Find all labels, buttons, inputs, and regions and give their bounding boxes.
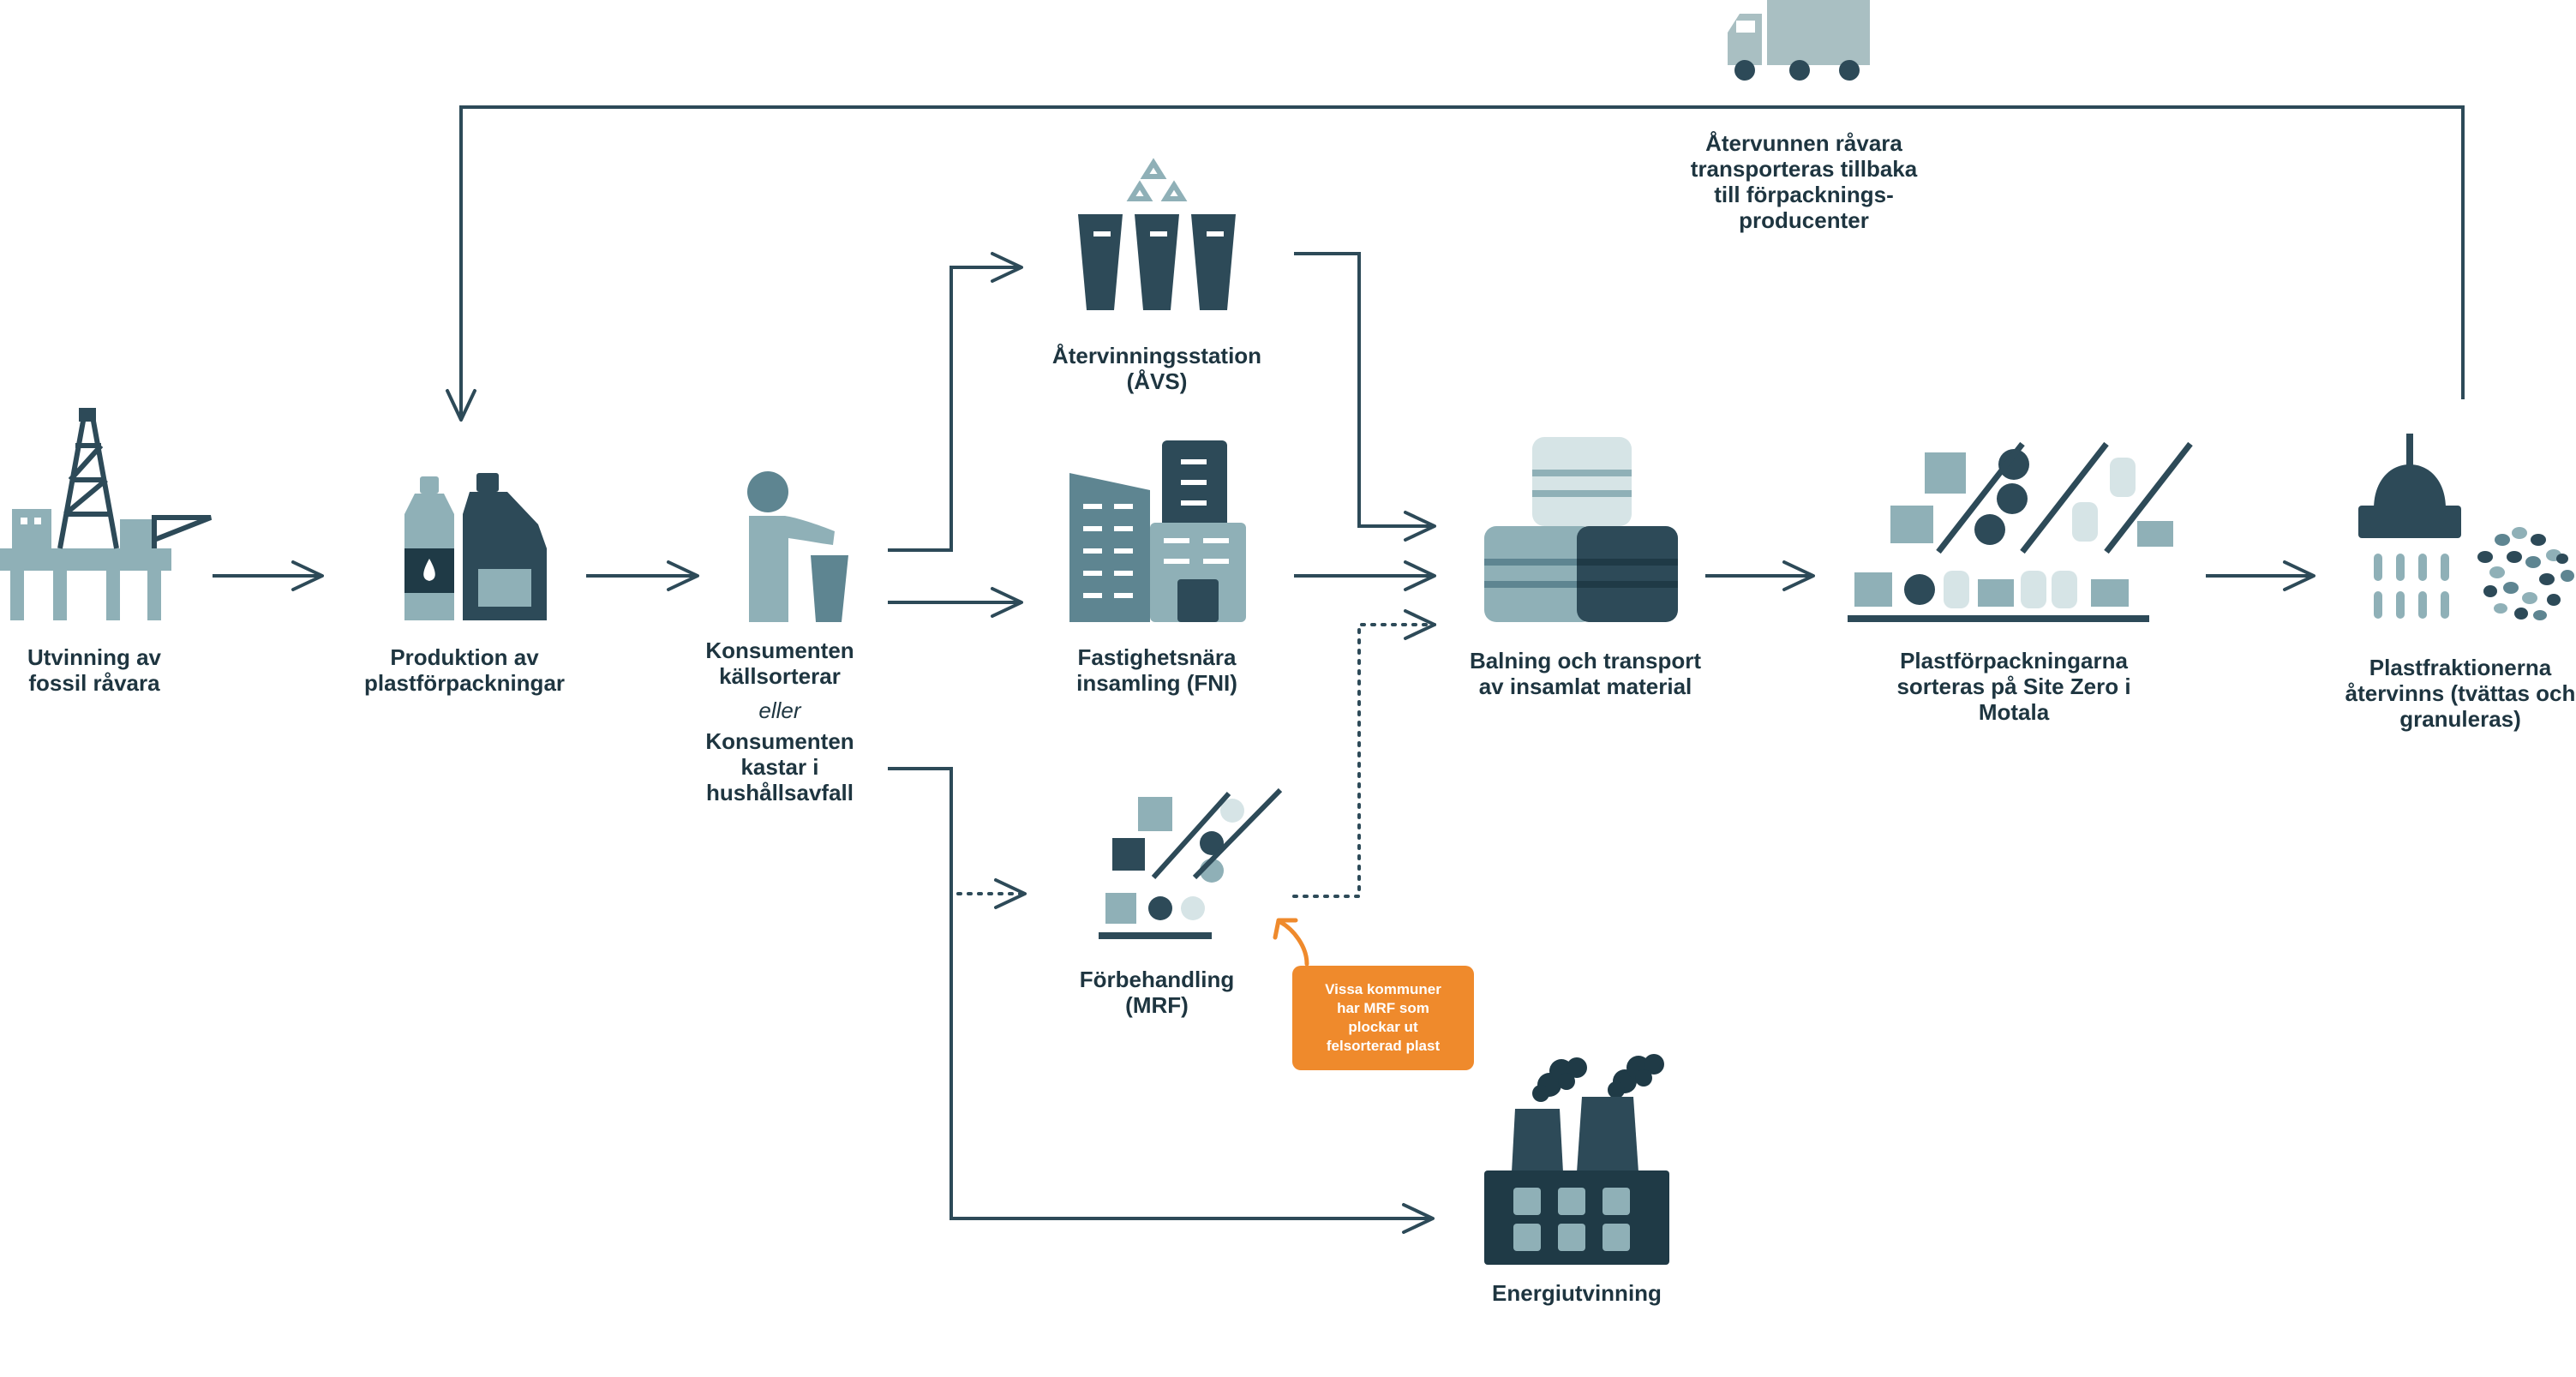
label-recycling-station: Återvinningsstation (ÅVS) bbox=[1051, 343, 1262, 394]
buildings-icon bbox=[1069, 440, 1246, 622]
arrow-waste-to-energy bbox=[888, 767, 1435, 1234]
label-recycling-granulation: Plastfraktionerna återvinns (tvättas och… bbox=[2345, 655, 2576, 732]
label-packaging-production: Produktion av plastförpackningar bbox=[363, 644, 566, 696]
label-property-collection: Fastighetsnära insamling (FNI) bbox=[1076, 644, 1237, 696]
washer-granulate-icon bbox=[2358, 434, 2574, 620]
note-pointer-arrow bbox=[1278, 919, 1309, 967]
bales-icon bbox=[1484, 437, 1678, 622]
oil-rig-icon bbox=[0, 408, 213, 620]
label-baling-transport: Balning och transport av insamlat materi… bbox=[1469, 648, 1702, 699]
label-sorting-site-zero: Plastförpackningarna sorteras på Site Ze… bbox=[1896, 648, 2131, 725]
sorting-line-icon bbox=[1848, 441, 2193, 622]
recycling-bins-icon bbox=[1078, 158, 1236, 310]
mrf-note-callout: Vissa kommuner har MRF som plockar ut fe… bbox=[1292, 966, 1474, 1070]
factory-icon bbox=[1484, 1054, 1669, 1265]
bottles-icon bbox=[404, 473, 547, 620]
label-transport-back: Återvunnen råvara transporteras tillbaka… bbox=[1690, 130, 1918, 233]
label-oil-extraction: Utvinning av fossil råvara bbox=[27, 644, 161, 696]
label-pretreatment-mrf: Förbehandling (MRF) bbox=[1079, 967, 1235, 1018]
label-consumer-household-waste: Konsumenten kastar i hushållsavfall bbox=[705, 728, 854, 805]
mrf-sorting-icon bbox=[1099, 787, 1283, 939]
person-bin-icon bbox=[747, 471, 848, 622]
label-energy-recovery: Energiutvinning bbox=[1492, 1280, 1662, 1306]
arrow-avs-to-baling bbox=[1294, 252, 1436, 542]
arrow-consumer-to-avs bbox=[888, 252, 1023, 552]
dotted-arrow-mrf-to-baling bbox=[1292, 609, 1436, 898]
label-or: eller bbox=[758, 697, 801, 723]
label-consumer-sorts: Konsumenten källsorterar bbox=[705, 638, 854, 689]
arrow-recycled-back-to-production bbox=[446, 105, 2465, 422]
truck-icon bbox=[1728, 0, 1870, 81]
